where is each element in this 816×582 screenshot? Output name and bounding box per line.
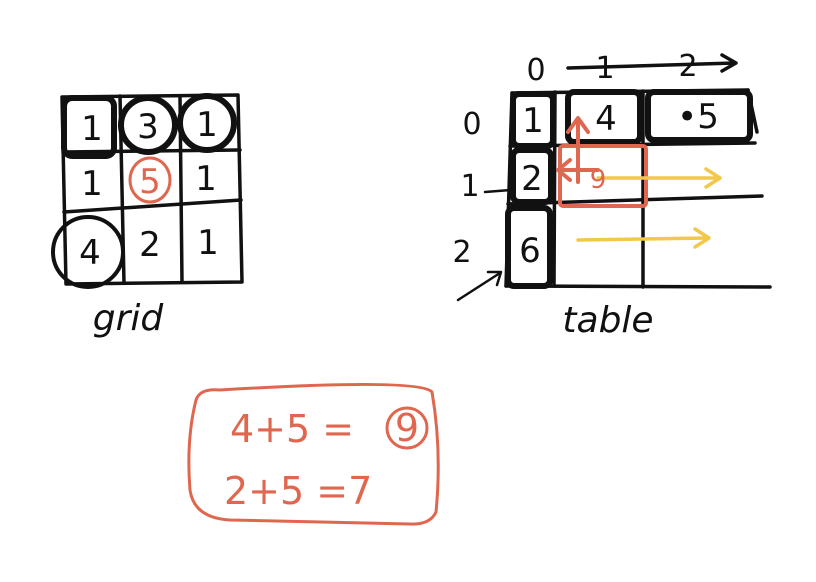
table-cell-11-red-box — [558, 144, 648, 208]
grid-cell-01: 3 — [137, 107, 159, 147]
grid-cell-11-red-circle — [128, 156, 172, 204]
table-cell-02: •5 — [677, 97, 719, 137]
table-highlight — [556, 116, 648, 208]
table-cell-01-box — [565, 89, 643, 145]
table-row2-pointer-head — [486, 270, 503, 287]
yellow-arrow-row2 — [576, 236, 709, 242]
table-cell-01: 4 — [595, 99, 617, 139]
grid-cell-22: 1 — [197, 223, 219, 263]
grid-cell-02-circle — [177, 93, 237, 153]
grid-cell-21: 2 — [139, 225, 161, 265]
grid-cell-00-box — [61, 95, 117, 159]
equation-line-1: 4+5 = — [230, 407, 354, 451]
grid-label: grid — [93, 298, 165, 339]
equation-line-2: 2+5 =7 — [224, 469, 372, 513]
table-col-index-2: 2 — [678, 49, 697, 84]
grid-numbers: 1 3 1 1 5 1 4 2 1 grid — [79, 105, 219, 339]
table-cell-20-box — [505, 205, 553, 289]
equations-box: 4+5 = 9 2+5 =7 — [187, 382, 440, 526]
table-label: table — [562, 300, 653, 341]
grid-cell-00: 1 — [81, 109, 103, 149]
yellow-arrows — [576, 167, 722, 249]
grid-cell-20-circle — [51, 215, 125, 289]
equation-result-circle — [385, 406, 429, 450]
table-cell-20: 6 — [519, 231, 541, 271]
table-cell-02-box — [645, 89, 753, 143]
table-cell-00: 1 — [522, 101, 544, 141]
table-row2-pointer — [456, 271, 502, 302]
equation-line-1-result: 9 — [395, 406, 419, 450]
grid-hline-2 — [62, 198, 243, 214]
table-col-axis-arrow — [566, 61, 737, 70]
table-cell-11: 9 — [590, 165, 607, 195]
equations-border — [187, 382, 440, 526]
table-cell-10: 2 — [521, 159, 543, 199]
grid-cell-10: 1 — [81, 164, 103, 204]
grid-cell-02: 1 — [196, 105, 218, 145]
grid-diagram — [51, 93, 244, 289]
table-row-index-0: 0 — [462, 107, 481, 142]
yellow-arrow-row1-head — [704, 167, 722, 189]
yellow-arrow-row2-head — [693, 227, 711, 249]
table-cell-10-box — [510, 147, 554, 205]
grid-cell-11: 5 — [139, 162, 161, 202]
table-col-index-1: 1 — [595, 51, 614, 86]
table-col-index-0: 0 — [526, 53, 545, 88]
red-up-arrowhead — [566, 116, 590, 134]
grid-cell-20: 4 — [79, 233, 101, 273]
table-cell-00-box — [510, 91, 556, 149]
table-numbers: 0 1 2 0 1 2 1 4 •5 2 9 6 table — [452, 49, 718, 341]
table-row-index-1: 1 — [460, 169, 479, 204]
red-left-arrowhead — [556, 158, 572, 182]
table-col-axis-arrowhead — [720, 53, 738, 73]
grid-cell-12: 1 — [195, 159, 217, 199]
table-diagram — [456, 53, 772, 302]
table-row1-pointer — [483, 188, 512, 194]
table-row-index-2: 2 — [452, 235, 471, 270]
grid-cell-01-circle — [118, 95, 178, 155]
